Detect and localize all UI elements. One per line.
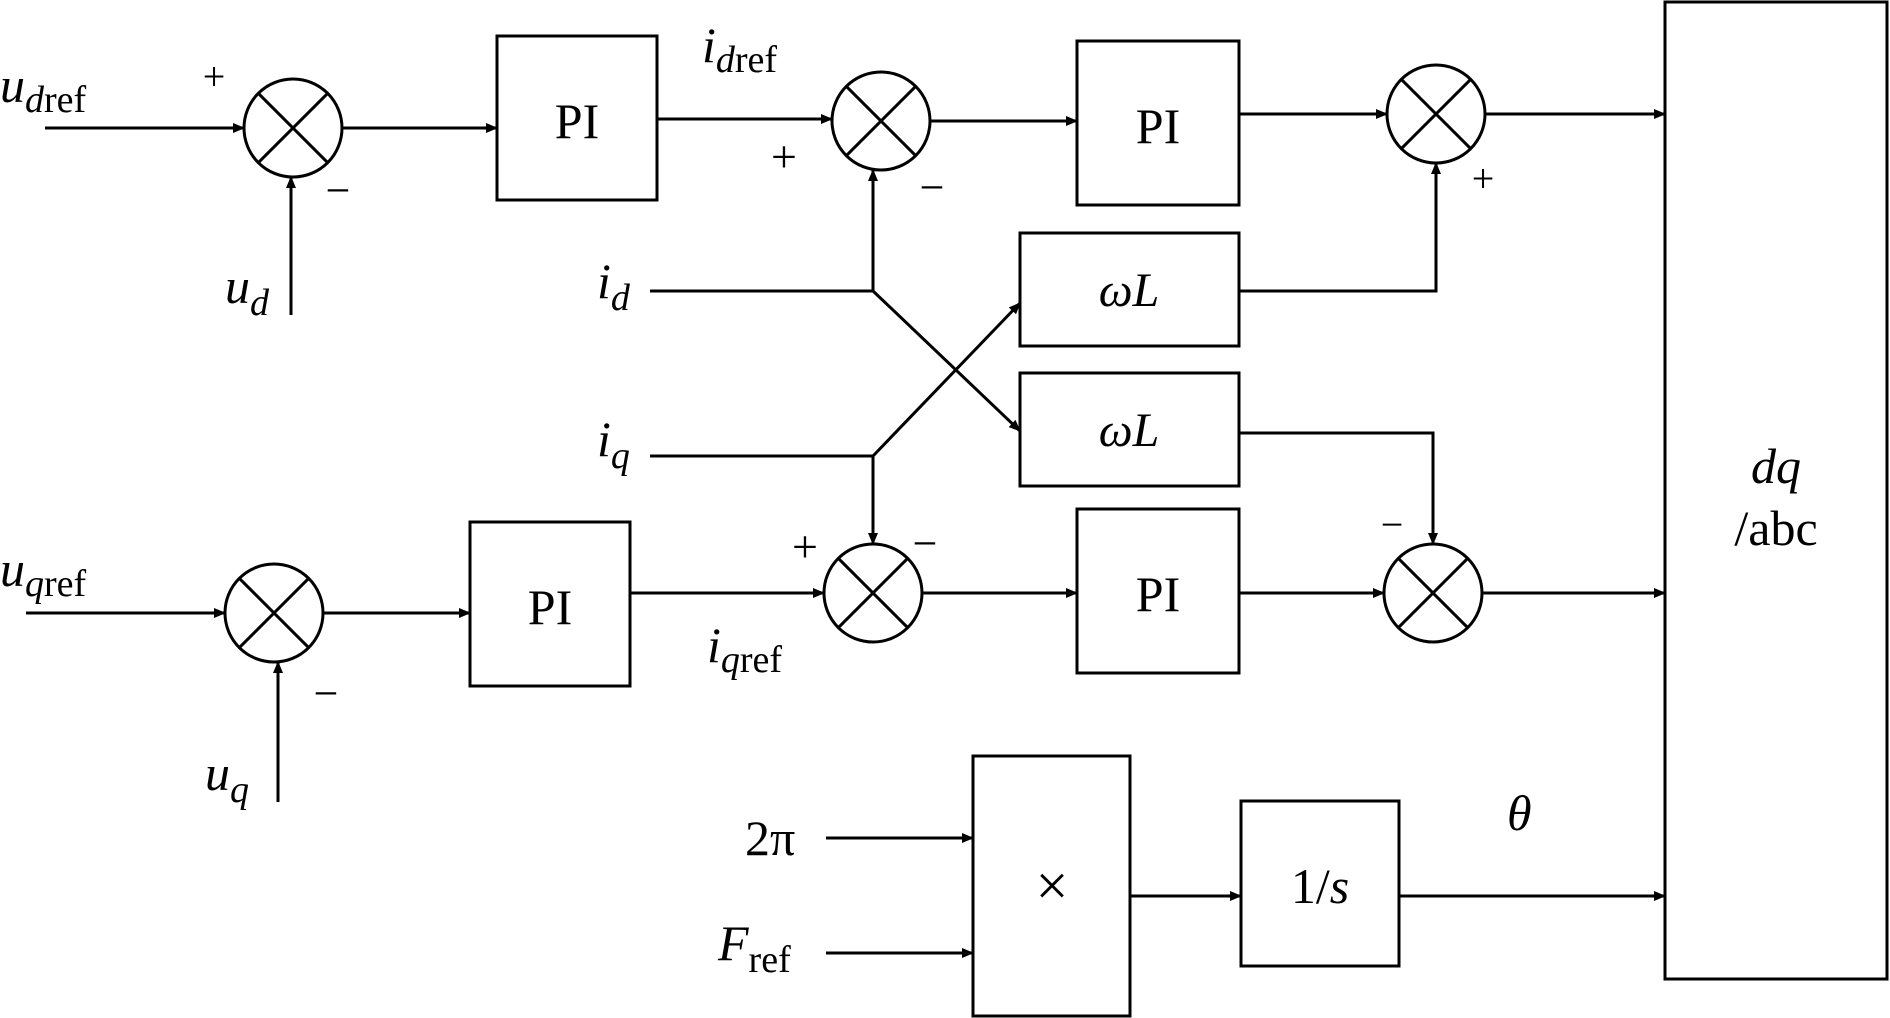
sign-plus: + (203, 54, 226, 99)
svg-text:1/s: 1/s (1291, 858, 1349, 914)
sign-minus: − (920, 163, 945, 212)
svg-text:ωL: ωL (1099, 404, 1160, 457)
label-i-d-ref: idref (702, 17, 777, 81)
summing-junction-voltage-q (223, 562, 325, 664)
label-f-ref: Fref (717, 915, 791, 981)
label-i-d: id (597, 253, 631, 319)
summing-junction-current-d (830, 70, 932, 172)
label-u-q-ref: uqref (0, 541, 87, 605)
svg-text:PI: PI (1136, 566, 1180, 622)
omega-l-block-top: ωL (1018, 231, 1241, 348)
label-u-q: uq (205, 745, 249, 811)
pi-block-voltage-q: PI (468, 520, 632, 688)
label-u-d-ref: udref (0, 57, 87, 121)
summing-junction-decoupling-d (1385, 63, 1487, 165)
summing-junction-decoupling-q (1382, 542, 1484, 644)
svg-text:PI: PI (555, 93, 599, 149)
signal-lines (26, 109, 1666, 958)
label-two-pi: 2π (745, 810, 795, 866)
svg-text:×: × (1036, 853, 1069, 918)
multiply-block: × (971, 754, 1132, 1018)
sign-plus: + (1472, 156, 1495, 201)
sign-minus: − (314, 669, 339, 718)
svg-text:ωL: ωL (1099, 264, 1160, 317)
label-i-q-ref: iqref (707, 617, 782, 681)
summing-junction-current-q (822, 542, 924, 644)
label-theta: θ (1507, 785, 1532, 841)
integrator-block: 1/s (1239, 799, 1401, 968)
svg-text:dq: dq (1751, 438, 1801, 494)
svg-text:/abc: /abc (1734, 500, 1817, 556)
pi-block-current-d: PI (1075, 39, 1241, 207)
summing-junction-voltage-d (242, 77, 344, 179)
pi-block-current-q: PI (1075, 507, 1241, 675)
omega-l-block-bottom: ωL (1018, 371, 1241, 488)
label-u-d: ud (225, 258, 270, 324)
sign-plus: + (771, 131, 797, 182)
sign-plus: + (792, 521, 818, 572)
pi-block-voltage-d: PI (495, 34, 659, 202)
sign-minus: − (913, 519, 938, 568)
sign-minus: − (1381, 502, 1404, 547)
dq-abc-transform-block: dq /abc (1663, 0, 1889, 981)
svg-text:PI: PI (1136, 98, 1180, 154)
sign-minus: − (326, 166, 351, 215)
label-i-q: iq (597, 411, 630, 477)
svg-text:PI: PI (528, 579, 572, 635)
